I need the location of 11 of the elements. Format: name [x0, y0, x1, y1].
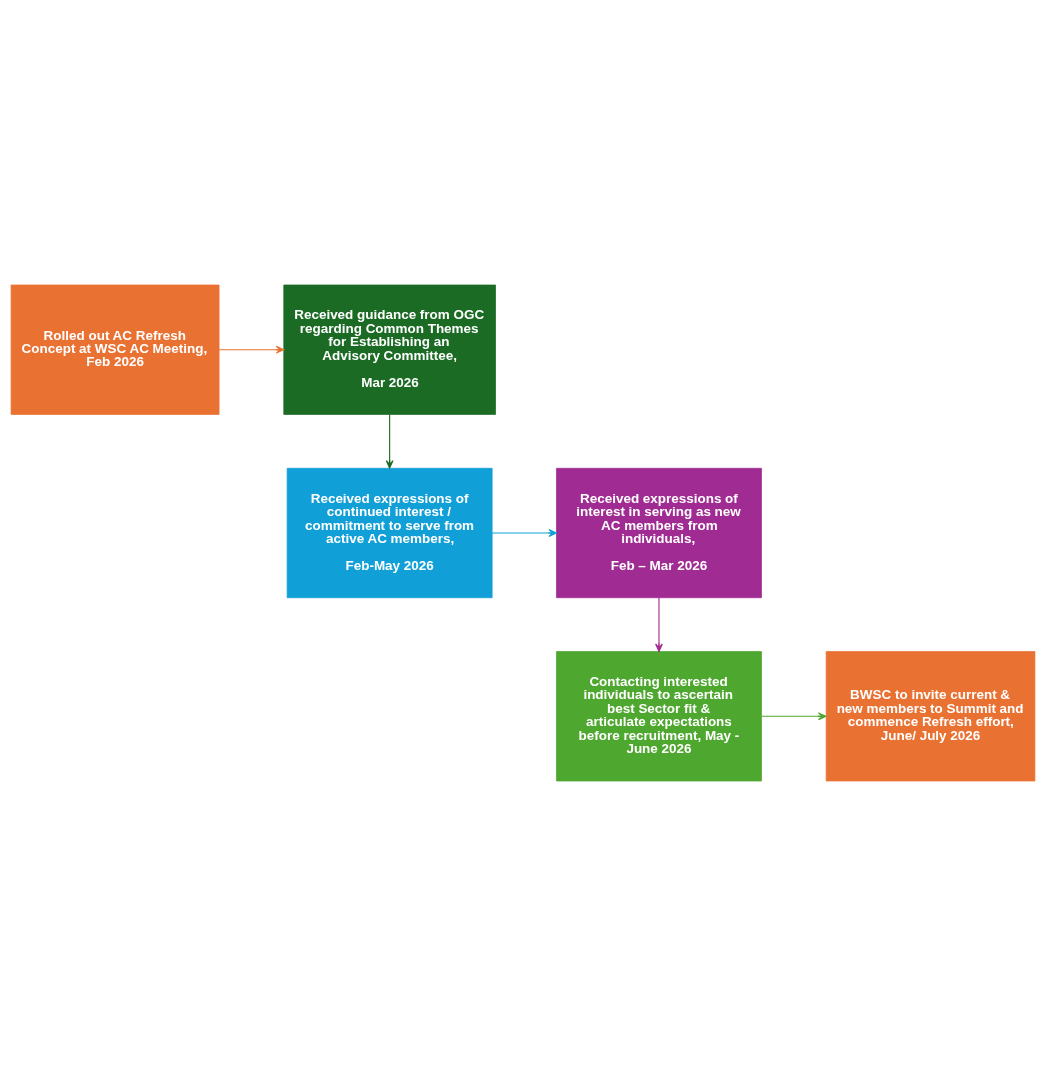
arrow [218, 345, 285, 354]
node-box: BWSC to invite current & new members to Summit and commence Refresh effort, June/ July 2026 [825, 650, 1036, 781]
arrow [761, 711, 827, 720]
node-box: Received guidance from OGC regarding Common Themes for Establishing an Advisory Committee, Mar 2026 [283, 284, 496, 415]
node-box: Received expressions of interest in serving as new AC members from individuals, Feb – Mar 2026 [556, 467, 762, 598]
node-box: Contacting interested individuals to ascertain best Sector fit & articulate expectations before recruitment, May - June 2026 [556, 650, 762, 781]
arrow [491, 528, 557, 537]
node-box: Rolled out AC Refresh Concept at WSC AC Meeting, Feb 2026 [10, 284, 220, 415]
arrow [655, 596, 663, 652]
node-box: Received expressions of continued interest / commitment to serve from active AC members, Feb-May 2026 [286, 467, 493, 598]
arrow [385, 413, 394, 469]
